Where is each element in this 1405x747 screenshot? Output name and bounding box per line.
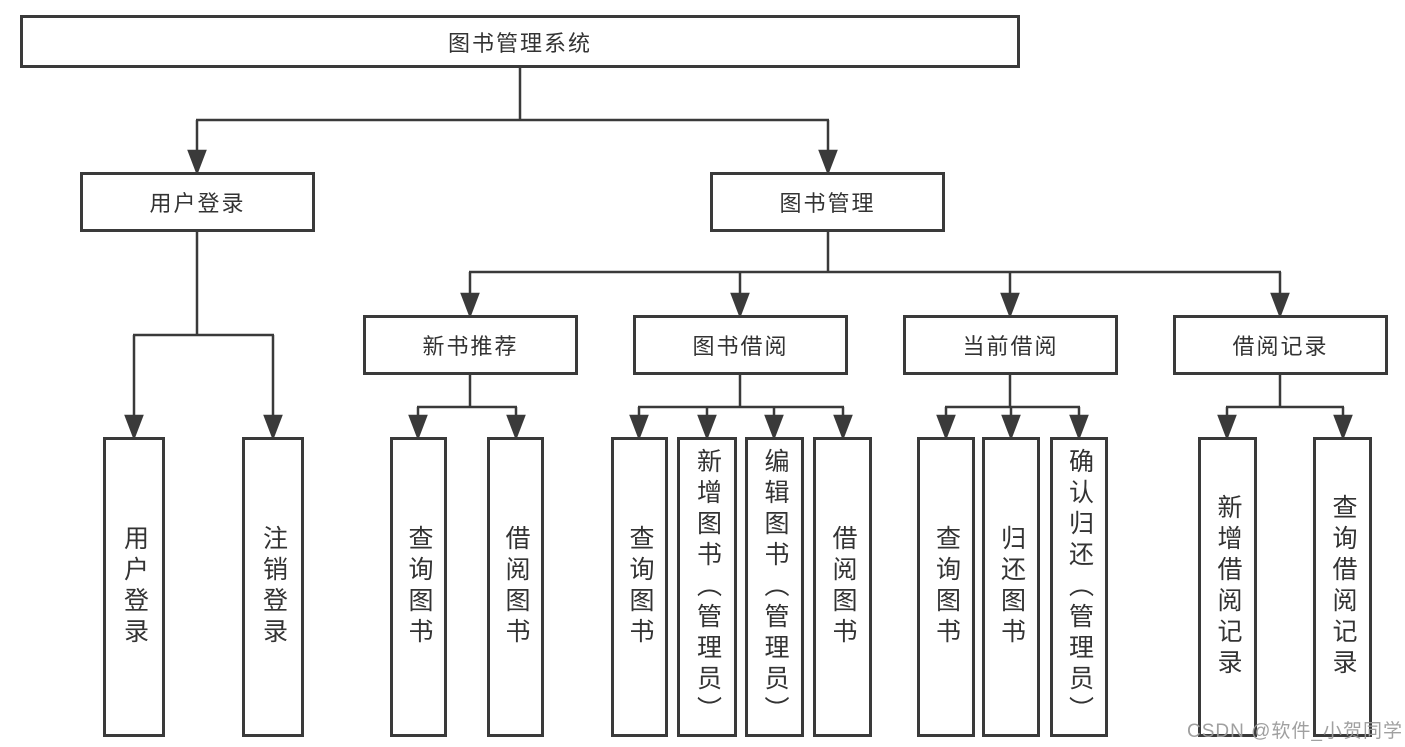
node-label: 当前借阅 [962, 334, 1059, 359]
node-leaf-edit-book-admin: 编辑图书（管理员） [745, 437, 804, 737]
node-label: 查询图书 [626, 525, 654, 649]
node-leaf-query-books-recommend: 查询图书 [390, 437, 447, 737]
node-leaf-query-borrow-record: 查询借阅记录 [1313, 437, 1372, 737]
node-leaf-logout: 注销登录 [242, 437, 304, 737]
node-label: 借阅图书 [829, 525, 857, 649]
node-leaf-return-books: 归还图书 [982, 437, 1040, 737]
node-label: 查询借阅记录 [1329, 494, 1357, 680]
node-book-borrowing: 图书借阅 [633, 315, 848, 375]
node-label: 新增图书（管理员） [693, 447, 722, 727]
node-leaf-borrow-books-recommend: 借阅图书 [487, 437, 544, 737]
node-user-login: 用户登录 [80, 172, 315, 232]
node-label: 新增借阅记录 [1214, 494, 1242, 680]
node-label: 编辑图书（管理员） [761, 447, 789, 727]
node-leaf-add-book-admin: 新增图书（管理员） [677, 437, 737, 737]
node-new-book-recommend: 新书推荐 [363, 315, 578, 375]
node-leaf-add-borrow-record: 新增借阅记录 [1198, 437, 1257, 737]
node-label: 图书管理系统 [447, 30, 592, 56]
node-leaf-confirm-return-admin: 确认归还（管理员） [1050, 437, 1108, 737]
node-label: 归还图书 [997, 525, 1026, 649]
node-label: 查询图书 [405, 525, 433, 649]
node-leaf-query-books-current: 查询图书 [917, 437, 975, 737]
node-label: 新书推荐 [422, 334, 519, 359]
node-label: 查询图书 [932, 525, 961, 649]
node-label: 用户登录 [149, 191, 246, 216]
node-book-management: 图书管理 [710, 172, 945, 232]
node-library-system: 图书管理系统 [20, 15, 1020, 68]
node-label: 确认归还（管理员） [1065, 447, 1094, 727]
node-leaf-borrow-books-borrowing: 借阅图书 [813, 437, 872, 737]
node-label: 借阅图书 [502, 525, 530, 649]
node-current-borrowing: 当前借阅 [903, 315, 1118, 375]
node-leaf-user-login: 用户登录 [103, 437, 165, 737]
node-borrowing-records: 借阅记录 [1173, 315, 1388, 375]
node-label: 借阅记录 [1232, 334, 1329, 359]
node-label: 图书管理 [779, 191, 876, 216]
watermark: CSDN @软件_小贺同学 [1187, 721, 1403, 742]
node-label: 图书借阅 [692, 334, 789, 359]
node-label: 用户登录 [120, 525, 149, 649]
node-label: 注销登录 [259, 525, 288, 649]
node-leaf-query-books-borrowing: 查询图书 [611, 437, 668, 737]
